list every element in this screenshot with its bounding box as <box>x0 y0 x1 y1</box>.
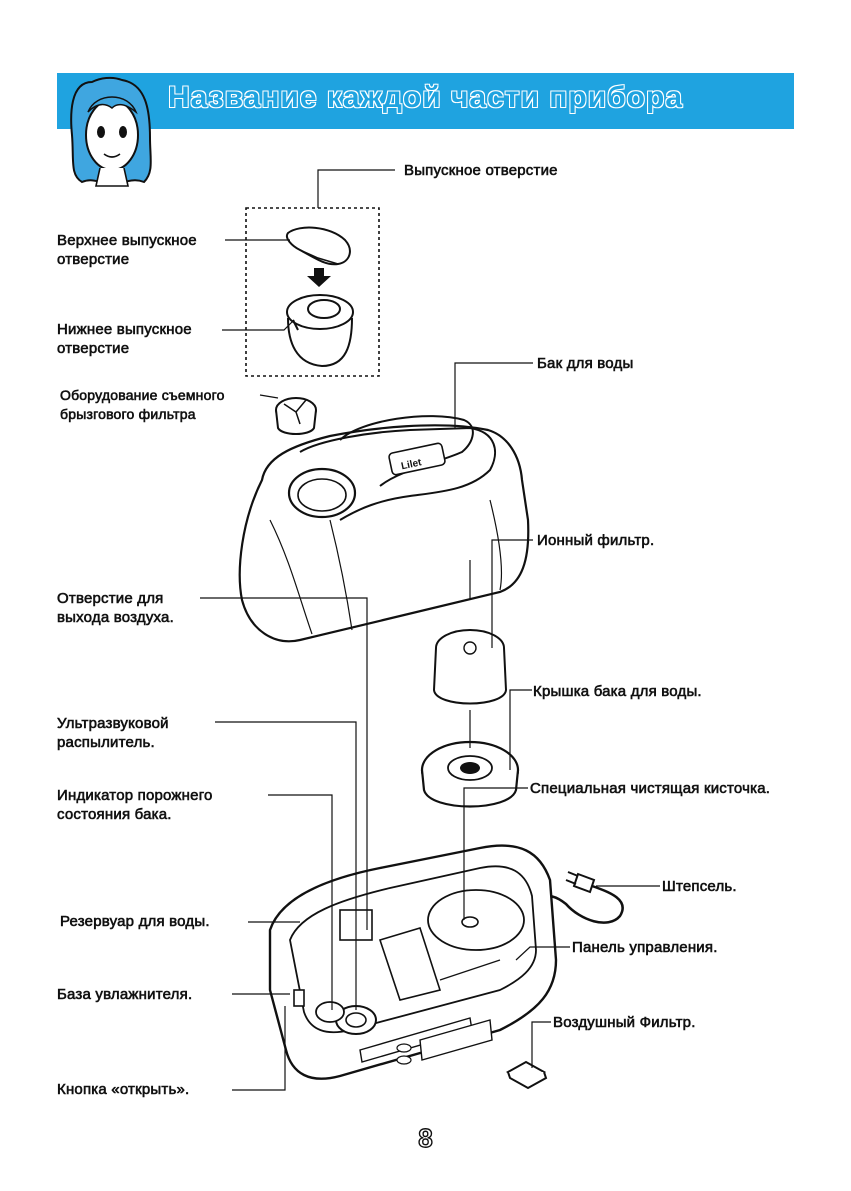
label-splash-filter-line2: брызгового фильтра <box>60 406 196 423</box>
label-empty-indicator-line2: состояния бака. <box>57 806 172 824</box>
label-reservoir: Резервуар для воды. <box>60 913 210 931</box>
label-ion-filter: Ионный фильтр. <box>537 532 655 550</box>
label-ultrasonic-line2: распылитель. <box>57 734 155 752</box>
air-filter-part <box>505 1060 548 1090</box>
label-cleaning-brush: Специальная чистящая кисточка. <box>530 780 771 798</box>
plug-part <box>539 871 624 924</box>
page-number: 8 <box>418 1122 434 1153</box>
page-title: Название каждой части прибора <box>167 80 684 114</box>
leader-lines <box>200 169 660 1091</box>
label-upper-outlet-line1: Верхнее выпускное <box>57 232 197 250</box>
label-water-tank: Бак для воды <box>537 355 634 373</box>
label-empty-indicator: Индикатор порожнего состояния бака. <box>57 786 213 824</box>
label-lower-outlet: Нижнее выпускное отверстие <box>57 320 192 358</box>
label-air-outlet: Отверстие для выхода воздуха. <box>57 589 174 627</box>
label-lower-outlet-line2: отверстие <box>57 340 130 358</box>
label-ultrasonic: Ультразвуковой распылитель. <box>57 714 169 752</box>
splash-filter-part <box>275 397 317 435</box>
tank-logo: Lilet <box>400 457 423 472</box>
label-upper-outlet-line2: отверстие <box>57 251 130 269</box>
label-upper-outlet: Верхнее выпускное отверстие <box>57 231 197 269</box>
label-lower-outlet-line1: Нижнее выпускное <box>57 321 192 339</box>
humidifier-base-part <box>268 844 558 1080</box>
header-banner: Название каждой части прибора <box>57 73 794 129</box>
mascot-illustration <box>70 76 152 187</box>
label-base: База увлажнителя. <box>57 986 193 1004</box>
label-air-outlet-line2: выхода воздуха. <box>57 609 174 627</box>
label-air-filter: Воздушный Фильтр. <box>553 1014 696 1032</box>
lower-outlet-part <box>286 294 354 368</box>
label-tank-cap: Крышка бака для воды. <box>533 683 702 701</box>
label-air-outlet-line1: Отверстие для <box>57 590 164 608</box>
label-splash-filter: Оборудование съемного брызгового фильтра <box>60 386 225 424</box>
upper-outlet-part <box>286 226 351 266</box>
label-splash-filter-line1: Оборудование съемного <box>60 387 225 404</box>
water-tank-part: Lilet <box>238 415 530 643</box>
label-empty-indicator-line1: Индикатор порожнего <box>57 787 213 805</box>
arrow-down-icon <box>307 268 331 287</box>
label-open-button: Кнопка «открыть». <box>57 1081 190 1099</box>
label-control-panel: Панель управления. <box>572 939 718 957</box>
label-outlet: Выпускное отверстие <box>404 162 558 180</box>
outlet-group-frame <box>245 207 380 377</box>
label-plug: Штепсель. <box>662 878 737 896</box>
ion-filter-part <box>432 629 508 705</box>
label-ultrasonic-line1: Ультразвуковой <box>57 715 169 733</box>
